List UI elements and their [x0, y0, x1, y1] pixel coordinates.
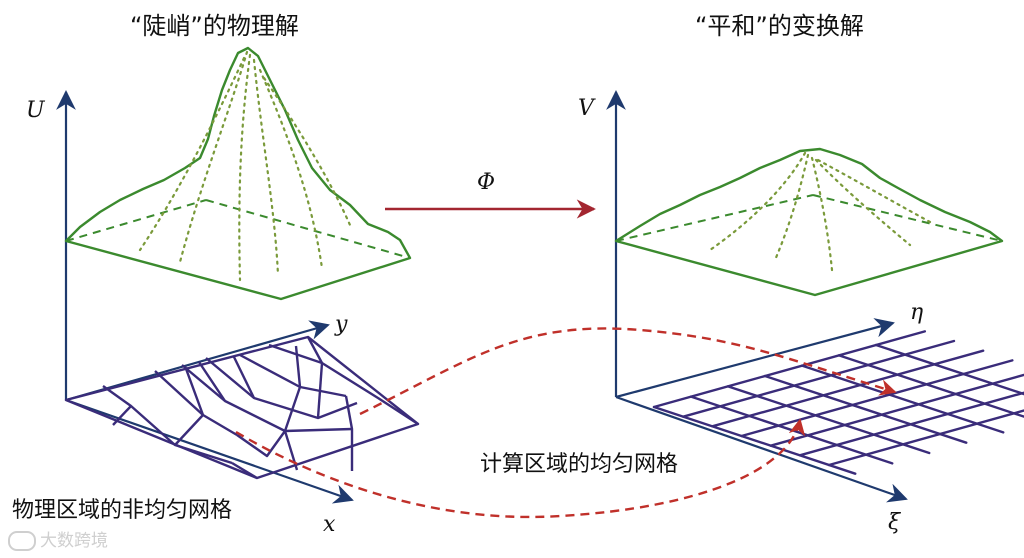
left-panel	[56, 46, 420, 504]
gentle-surface	[614, 147, 1004, 297]
mesh-line-eta-5	[798, 391, 1024, 457]
mesh-line-xi-6	[874, 343, 1024, 396]
physical-nonuniform-mesh	[64, 335, 420, 480]
link-upper	[359, 327, 897, 416]
right-panel	[606, 90, 1024, 503]
mesh-line-eta-6	[827, 409, 1024, 467]
right-eta-axis	[615, 318, 895, 399]
mesh-line-xi-3	[763, 374, 968, 444]
left-title: “陡峭”的物理解	[130, 12, 299, 40]
mesh-line-xi-2	[726, 385, 931, 455]
right-vertical-axis-label: V	[578, 96, 594, 121]
mesh-line-eta-4	[769, 373, 1024, 447]
correspondence-links	[235, 327, 897, 519]
right-horizontal-axis-label: ξ	[888, 510, 901, 535]
physical-grid-caption: 物理区域的非均匀网格	[12, 498, 233, 523]
left-vertical-axis-label: U	[26, 98, 45, 123]
mesh-line-xi-4	[800, 364, 1005, 434]
mesh-line-eta-2	[711, 349, 985, 428]
watermark: 大数跨境	[8, 526, 108, 551]
link-lower	[235, 418, 806, 519]
left-horizontal-axis-label: x	[323, 512, 336, 537]
mesh-line-eta-1	[681, 339, 956, 418]
mesh-line-eta-3	[740, 359, 1014, 438]
left-depth-axis-label: y	[335, 312, 348, 337]
right-xi-axis	[615, 395, 908, 503]
computational-uniform-mesh	[652, 330, 1024, 475]
mesh-line-xi-5	[837, 354, 1024, 418]
steep-surface	[64, 46, 412, 301]
mapping-label: Φ	[477, 170, 496, 195]
right-depth-axis-label: η	[910, 300, 924, 325]
computational-grid-caption: 计算区域的均匀网格	[480, 452, 679, 477]
mesh-line-eta-0	[652, 330, 927, 409]
mesh-line-xi-0	[652, 405, 857, 475]
watermark-logo-icon	[8, 531, 36, 551]
watermark-text: 大数跨境	[40, 531, 108, 551]
left-x-axis	[65, 398, 354, 504]
right-title: “平和”的变换解	[695, 12, 864, 40]
